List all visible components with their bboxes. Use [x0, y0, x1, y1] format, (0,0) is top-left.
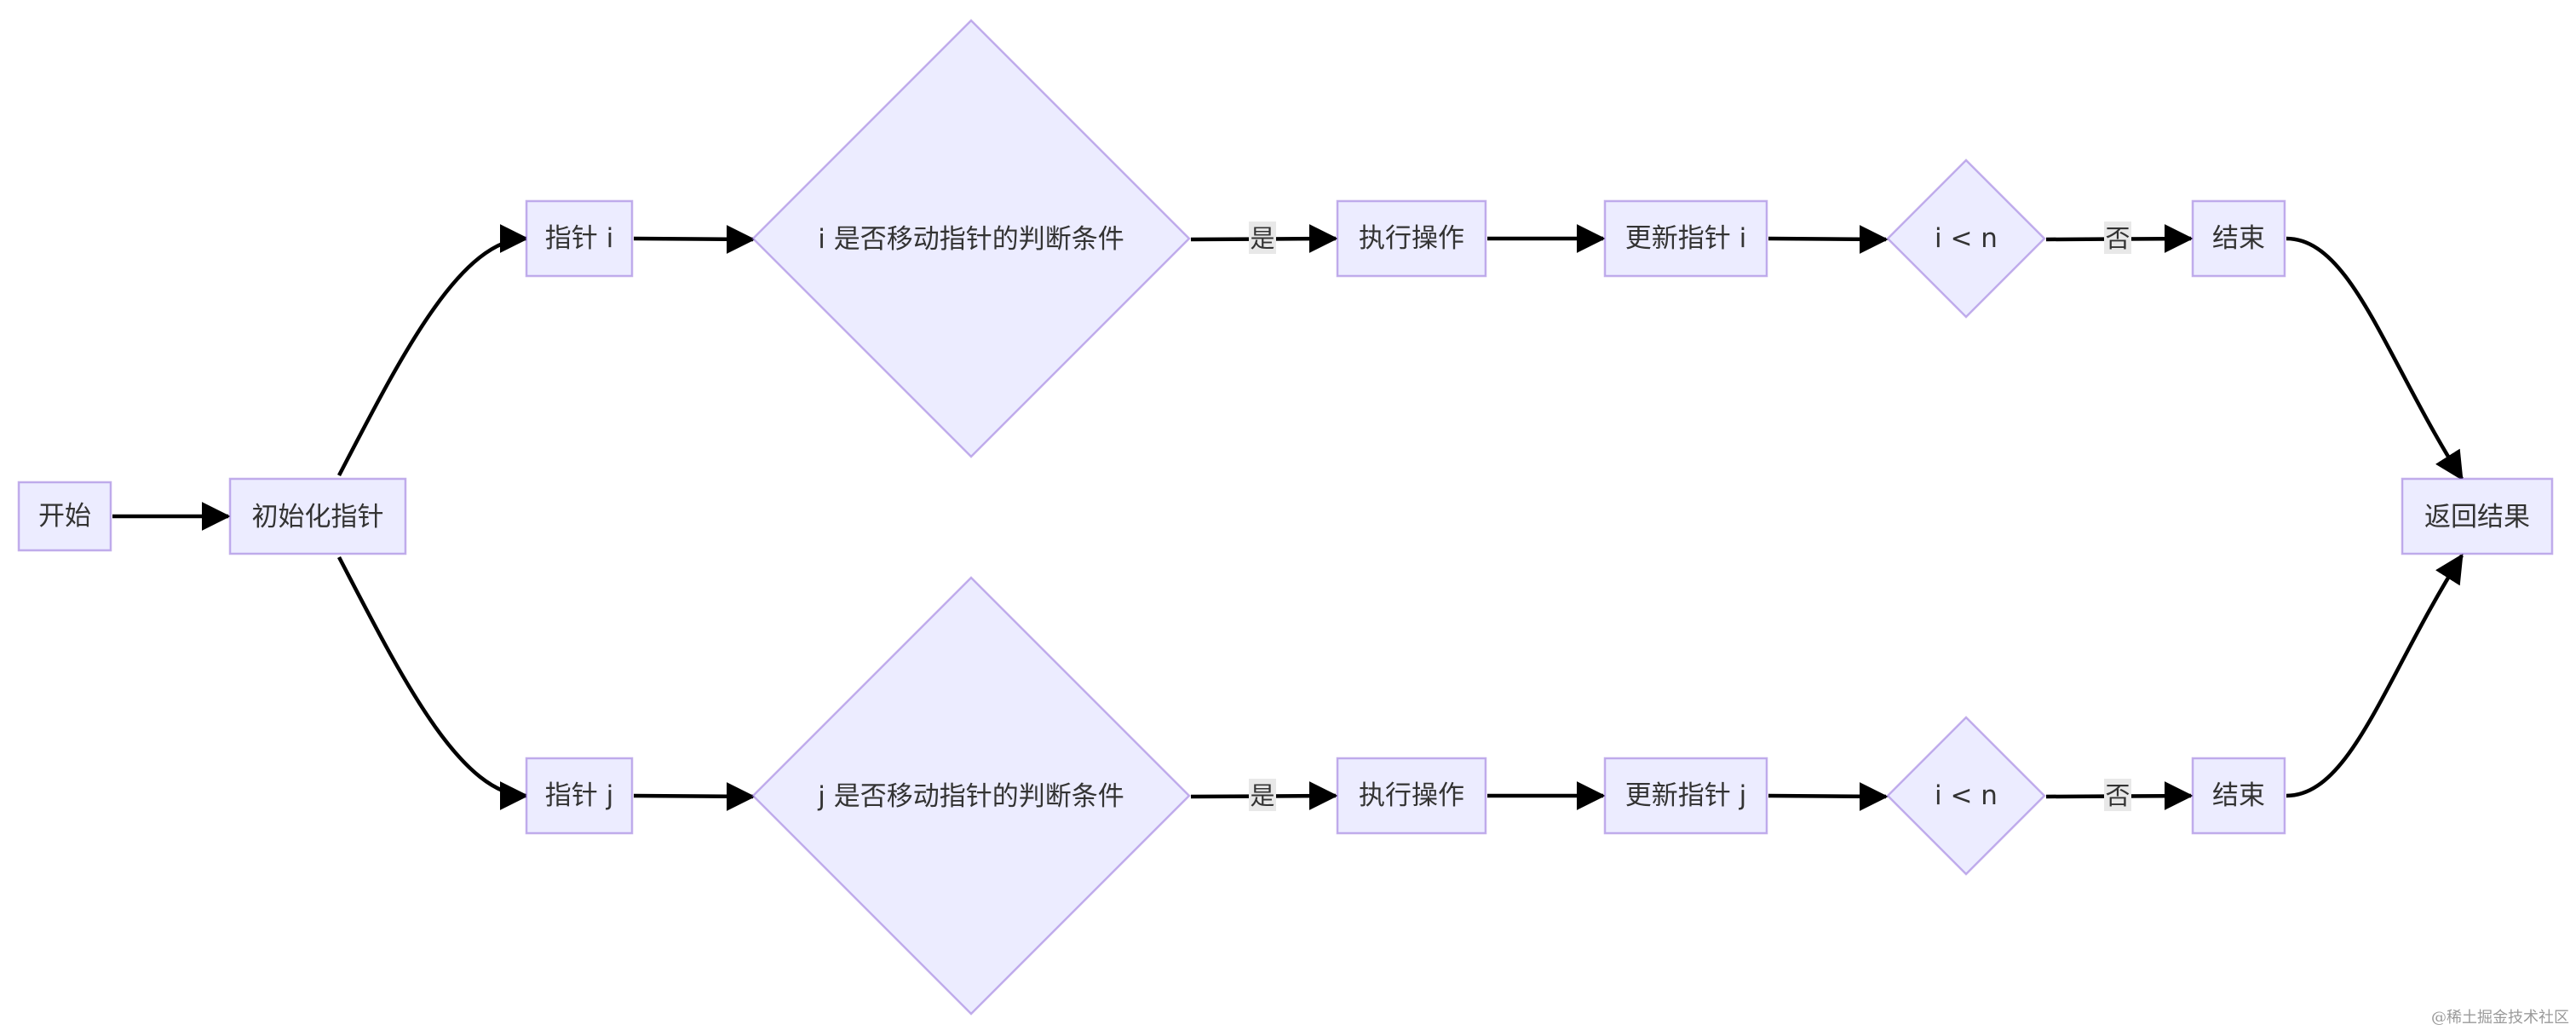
node-return-result[interactable]: 返回结果 [2401, 477, 2554, 555]
svg-text:更新指针 i: 更新指针 i [1625, 223, 1746, 254]
node-end-i[interactable]: 结束 [2191, 199, 2286, 278]
edge-init-to-ptr-j [337, 555, 529, 810]
node-init-pointers[interactable]: 初始化指针 [228, 477, 407, 555]
edge-init-to-ptr-i [337, 224, 529, 477]
svg-text:i 是否移动指针的判断条件: i 是否移动指针的判断条件 [818, 224, 1124, 255]
svg-text:执行操作: 执行操作 [1359, 223, 1464, 254]
edge-end-i-to-return [2286, 236, 2464, 481]
node-condition-i[interactable]: i 是否移动指针的判断条件 [751, 19, 1191, 458]
svg-text:否: 否 [2105, 781, 2130, 810]
node-update-j[interactable]: 更新指针 j [1603, 757, 1768, 835]
node-update-i[interactable]: 更新指针 i [1603, 199, 1768, 278]
svg-text:结束: 结束 [2212, 780, 2265, 811]
svg-text:开始: 开始 [38, 501, 91, 532]
edge-label-no-bottom: 否 [2104, 779, 2131, 811]
edge-label-yes-top: 是 [1249, 222, 1276, 254]
svg-text:结束: 结束 [2212, 223, 2265, 254]
svg-text:指针 j: 指针 j [545, 780, 613, 811]
svg-text:i < n: i < n [1935, 780, 1998, 811]
svg-text:返回结果: 返回结果 [2424, 502, 2530, 532]
node-condition-j[interactable]: j 是否移动指针的判断条件 [751, 576, 1191, 1016]
node-check-i[interactable]: i < n [1886, 158, 2046, 319]
svg-text:否: 否 [2105, 224, 2130, 253]
node-check-j[interactable]: i < n [1886, 716, 2046, 876]
svg-text:指针 i: 指针 i [545, 223, 613, 254]
node-start[interactable]: 开始 [17, 481, 112, 552]
svg-text:j 是否移动指针的判断条件: j 是否移动指针的判断条件 [817, 781, 1124, 812]
node-pointer-i[interactable]: 指针 i [525, 199, 634, 278]
edge-ptr-j-to-cond-j [633, 781, 756, 811]
watermark: @稀土掘金技术社区 [2431, 1009, 2569, 1027]
node-execute-i[interactable]: 执行操作 [1336, 199, 1487, 278]
edge-label-yes-bottom: 是 [1249, 779, 1276, 811]
svg-text:执行操作: 执行操作 [1359, 780, 1464, 811]
node-pointer-j[interactable]: 指针 j [525, 757, 634, 835]
edge-label-no-top: 否 [2104, 222, 2131, 254]
svg-text:更新指针 j: 更新指针 j [1625, 780, 1746, 811]
edge-end-j-to-return [2286, 553, 2464, 798]
svg-text:i < n: i < n [1935, 223, 1998, 254]
svg-text:初始化指针: 初始化指针 [252, 502, 384, 532]
svg-text:是: 是 [1250, 781, 1274, 810]
edge-update-j-to-check-j [1768, 781, 1889, 811]
edges [112, 224, 2464, 811]
node-end-j[interactable]: 结束 [2191, 757, 2286, 835]
node-execute-j[interactable]: 执行操作 [1336, 757, 1487, 835]
svg-text:是: 是 [1250, 224, 1274, 253]
